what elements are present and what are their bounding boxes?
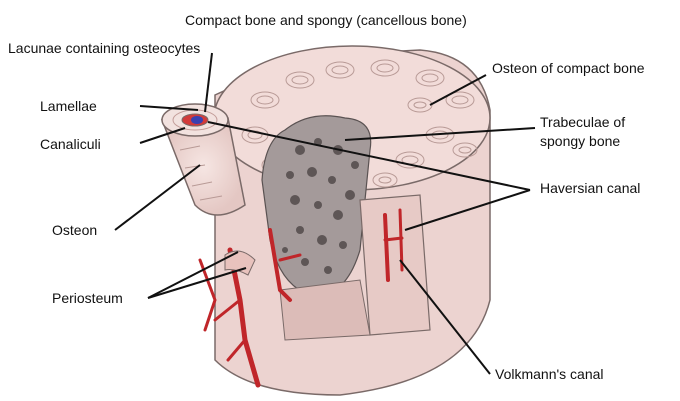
inner-floor xyxy=(280,280,370,340)
label-haversian: Haversian canal xyxy=(540,180,640,196)
label-trabeculae-line1: Trabeculae of xyxy=(540,114,625,130)
osteon-central-canal xyxy=(191,116,203,124)
label-osteon-compact: Osteon of compact bone xyxy=(492,60,645,76)
label-volkmann: Volkmann's canal xyxy=(495,366,604,382)
label-lacunae: Lacunae containing osteocytes xyxy=(8,40,200,56)
label-trabeculae-line2: spongy bone xyxy=(540,133,620,149)
diagram-title: Compact bone and spongy (cancellous bone… xyxy=(185,12,467,28)
label-osteon: Osteon xyxy=(52,222,97,238)
label-periosteum: Periosteum xyxy=(52,290,123,306)
label-lamellae: Lamellae xyxy=(40,98,97,114)
compact-wall-cut xyxy=(360,195,430,335)
label-canaliculi: Canaliculi xyxy=(40,136,101,152)
